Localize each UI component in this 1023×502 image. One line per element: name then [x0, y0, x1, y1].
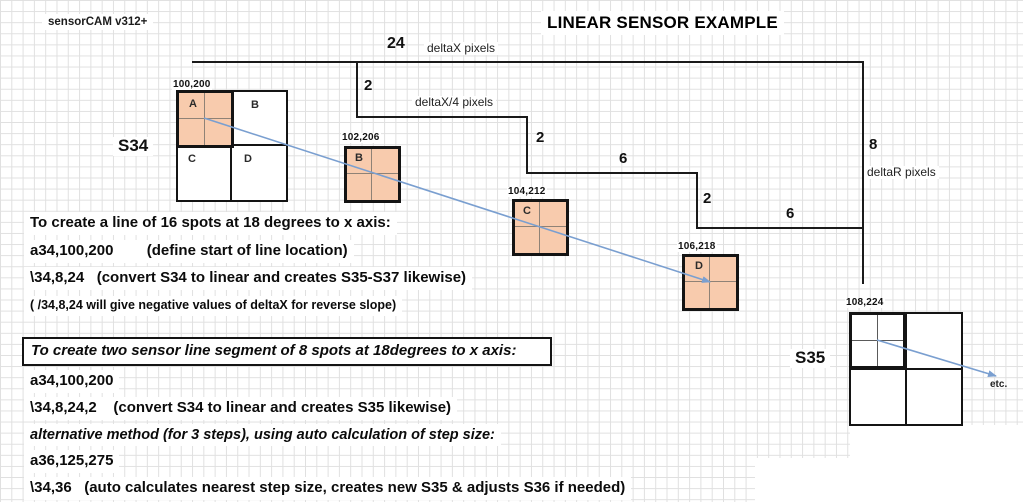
instr2-command-a34: a34,100,200 — [24, 370, 120, 393]
s34-quadrant-b-label: B — [251, 99, 259, 111]
spot-c-cross-h — [515, 226, 566, 227]
bracket-step2-horizontal — [526, 172, 698, 174]
spot-b-coordinate: 102,206 — [341, 132, 381, 143]
bracket-step3-vertical — [696, 172, 698, 229]
spot-b-label: B — [355, 152, 363, 164]
s34-quadrant-a-subgrid-v — [204, 93, 205, 145]
instr2-alternative-note: alternative method (for 3 steps), using … — [24, 424, 501, 447]
deltax-value: 24 — [387, 35, 405, 52]
instr2-command-a36: a36,125,275 — [24, 450, 120, 473]
background-patch — [755, 458, 1023, 502]
s35-origin-coordinate: 108,224 — [845, 297, 885, 308]
bracket-step1-vertical — [356, 61, 358, 118]
spot-d-square: D — [682, 254, 739, 311]
spot-b-cross-h — [347, 173, 398, 174]
spot-c-coordinate: 104,212 — [507, 186, 547, 197]
instr1-command-a34: a34,100,200 (define start of line locati… — [24, 240, 354, 263]
step-value-6b: 6 — [786, 205, 795, 222]
step-value-6a: 6 — [619, 150, 628, 167]
spot-d-coordinate: 106,218 — [677, 241, 717, 252]
bracket-step1-horizontal — [356, 116, 528, 118]
bracket-step2-vertical — [526, 116, 528, 174]
s35-sensor-square — [849, 312, 963, 426]
spot-b-square: B — [344, 146, 401, 203]
etc-label: etc. — [990, 379, 1008, 390]
spot-d-cross-v — [709, 257, 710, 308]
s34-name-label: S34 — [113, 136, 154, 156]
instr1-command-backslash34: \34,8,24 (convert S34 to linear and crea… — [24, 267, 473, 290]
s34-quadrant-c-label: C — [188, 153, 196, 165]
spot-c-cross-v — [539, 202, 540, 253]
bracket-line-top — [192, 61, 864, 63]
app-version-label: sensorCAM v312+ — [42, 14, 154, 30]
s34-quadrant-a-active: A — [176, 90, 234, 148]
deltar-value: 8 — [869, 136, 878, 153]
spot-d-cross-h — [685, 281, 736, 282]
deltax-label: deltaX pixels — [424, 41, 499, 56]
s35-quadrant-a-subgrid-h — [852, 340, 903, 341]
s34-quadrant-a-label: A — [189, 98, 197, 110]
bracket-step3-horizontal — [696, 227, 864, 229]
s35-quadrant-a — [849, 312, 906, 369]
s34-origin-coordinate: 100,200 — [172, 79, 212, 90]
bracket-right-vertical — [862, 61, 864, 284]
deltar-label: deltaR pixels — [864, 165, 939, 180]
spot-c-square: C — [512, 199, 569, 256]
instr2-heading-box: To create two sensor line segment of 8 s… — [22, 337, 553, 366]
spot-c-label: C — [523, 205, 531, 217]
step-value-2c: 2 — [703, 190, 712, 207]
instr2-command-backslash34-36: \34,36 (auto calculates nearest step siz… — [24, 477, 632, 500]
s34-sensor-square: A B C D — [176, 90, 288, 202]
instr1-heading: To create a line of 16 spots at 18 degre… — [24, 212, 397, 235]
s34-quadrant-d-label: D — [244, 153, 252, 165]
spot-d-label: D — [695, 260, 703, 272]
s34-quadrant-a-subgrid-h — [179, 118, 231, 119]
instr2-command-backslash34-2: \34,8,24,2 (convert S34 to linear and cr… — [24, 397, 458, 420]
spot-b-cross-v — [371, 149, 372, 200]
step-value-2a: 2 — [364, 77, 373, 94]
s35-name-label: S35 — [790, 348, 831, 368]
instr1-note: ( /34,8,24 will give negative values of … — [24, 296, 403, 316]
deltax4-label: deltaX/4 pixels — [412, 95, 497, 110]
page-title: LINEAR SENSOR EXAMPLE — [541, 11, 784, 35]
step-value-2b: 2 — [536, 129, 545, 146]
